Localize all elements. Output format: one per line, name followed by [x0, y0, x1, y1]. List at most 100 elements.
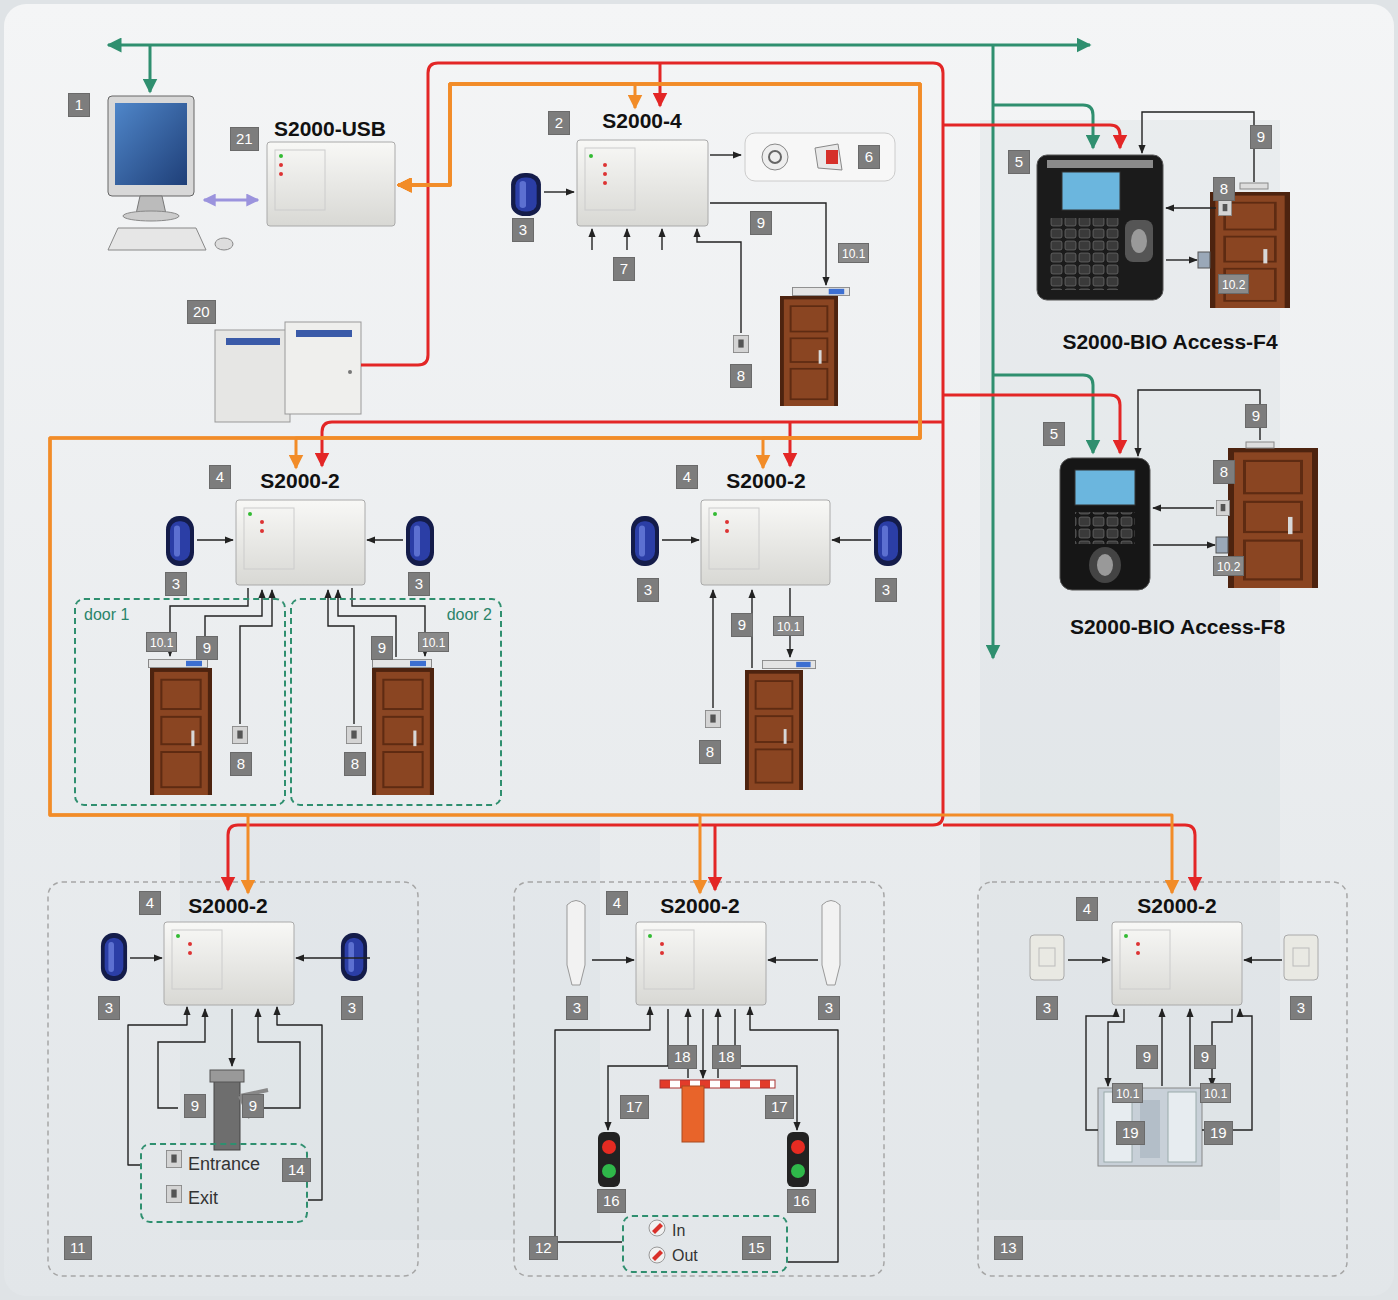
callout-number: 18 [718, 1048, 735, 1065]
controller-casing [603, 172, 607, 176]
traffic-light [598, 1132, 809, 1187]
network-line [149, 45, 152, 92]
signal-wire [296, 957, 370, 958]
door-illustration [1240, 183, 1268, 189]
controller-casing [1136, 942, 1140, 946]
device-name: S2000-2 [726, 468, 805, 494]
callout-number: 10.1 [838, 243, 869, 263]
exit-button [166, 1150, 181, 1167]
usb-line [204, 200, 258, 201]
controller-box: S2000-2 [160, 893, 296, 1007]
callout-number: 21 [236, 130, 253, 147]
device-name: S2000-2 [660, 893, 739, 919]
item-label: Out [672, 1243, 698, 1268]
callout-number: 9 [249, 1097, 257, 1114]
controller-box: S2000-2 [698, 468, 834, 587]
callout-number: 10.1 [146, 632, 177, 652]
controller-casing [725, 529, 729, 533]
group-label: door 2 [447, 605, 492, 625]
controller-casing [1124, 934, 1128, 938]
controller-casing [585, 148, 635, 210]
callout-number: 8 [737, 367, 745, 384]
callout-number: 10.1 [422, 636, 445, 650]
controller-casing [644, 930, 694, 989]
biometric-terminal-illustration [1037, 155, 1163, 300]
callout-number: 15 [748, 1239, 765, 1256]
signal-wire [258, 1009, 300, 1108]
callout-number: 8 [237, 755, 245, 772]
callout-number: 3 [1297, 999, 1305, 1016]
long-range-reader [822, 901, 840, 986]
callout-number: 9 [378, 639, 386, 656]
callout-number: 3 [512, 218, 534, 242]
reader-panel [1039, 948, 1055, 966]
door-group: door 2 [290, 598, 502, 806]
callout-number: 13 [994, 1236, 1023, 1260]
callout-number: 3 [519, 221, 527, 238]
background-panel [4, 4, 1394, 1296]
callout-number: 9 [371, 636, 393, 660]
callout-number: 10.1 [777, 620, 800, 634]
biometric-terminal-illustration [1097, 554, 1113, 576]
callout-number: 21 [230, 127, 259, 151]
callout-number: 6 [865, 148, 873, 165]
turnstile-illustration [210, 1070, 244, 1082]
detector-and-siren [769, 151, 781, 163]
callout-number: 13 [1000, 1239, 1017, 1256]
callout-number: 10.1 [773, 616, 804, 636]
controller-casing [648, 934, 652, 938]
callout-number: 3 [105, 999, 113, 1016]
door-illustration [1210, 192, 1290, 308]
callout-number: 4 [146, 894, 154, 911]
biometric-terminal-illustration [1089, 547, 1121, 583]
exit-button [1218, 200, 1231, 215]
controller-casing [275, 150, 325, 210]
callout-number: 9 [750, 211, 772, 235]
bus-connector [398, 84, 635, 185]
controller-casing [713, 512, 717, 516]
callout-number: 10.1 [842, 247, 865, 261]
callout-number: 9 [203, 639, 211, 656]
signal-wire [367, 539, 403, 540]
signal-wire [555, 1007, 650, 1242]
callout-number: 3 [98, 996, 120, 1020]
controller-casing [279, 154, 283, 158]
callout-number: 10.1 [150, 636, 173, 650]
computer-illustration [123, 211, 179, 221]
signal-wire [544, 191, 574, 192]
computer-illustration [108, 96, 194, 196]
controller-casing [172, 930, 222, 989]
callout-number: 9 [1245, 404, 1267, 428]
signal-wire [128, 1007, 187, 1165]
bus-connector [296, 84, 920, 468]
callout-number: 3 [882, 581, 890, 598]
controller-casing [176, 934, 180, 938]
callout-number: 8 [351, 755, 359, 772]
callout-number: 17 [620, 1095, 649, 1119]
callout-number: 8 [344, 752, 366, 776]
callout-number: 3 [573, 999, 581, 1016]
biometric-terminal-illustration [1062, 172, 1120, 210]
reader-panel [1030, 935, 1064, 980]
callout-number: 8 [230, 752, 252, 776]
callout-number: 9 [196, 636, 218, 660]
controller-casing [260, 520, 264, 524]
barrier-illustration [682, 1086, 704, 1142]
callout-number: 3 [408, 572, 430, 596]
exit-button [166, 1185, 181, 1202]
card-reader [406, 516, 434, 566]
callout-number: 9 [731, 613, 753, 637]
callout-number: 9 [242, 1094, 264, 1118]
remote-control [649, 1220, 665, 1263]
item-label: Exit [188, 1181, 218, 1215]
signal-wire [1202, 1009, 1252, 1130]
callout-number: 19 [1210, 1124, 1227, 1141]
power-line [789, 422, 792, 466]
button-group: EntranceExit [140, 1143, 308, 1223]
controller-casing [244, 508, 294, 569]
callout-number: 4 [1076, 897, 1098, 921]
door-illustration [762, 660, 815, 668]
computer-illustration [108, 96, 233, 250]
traffic-light [787, 1132, 809, 1187]
